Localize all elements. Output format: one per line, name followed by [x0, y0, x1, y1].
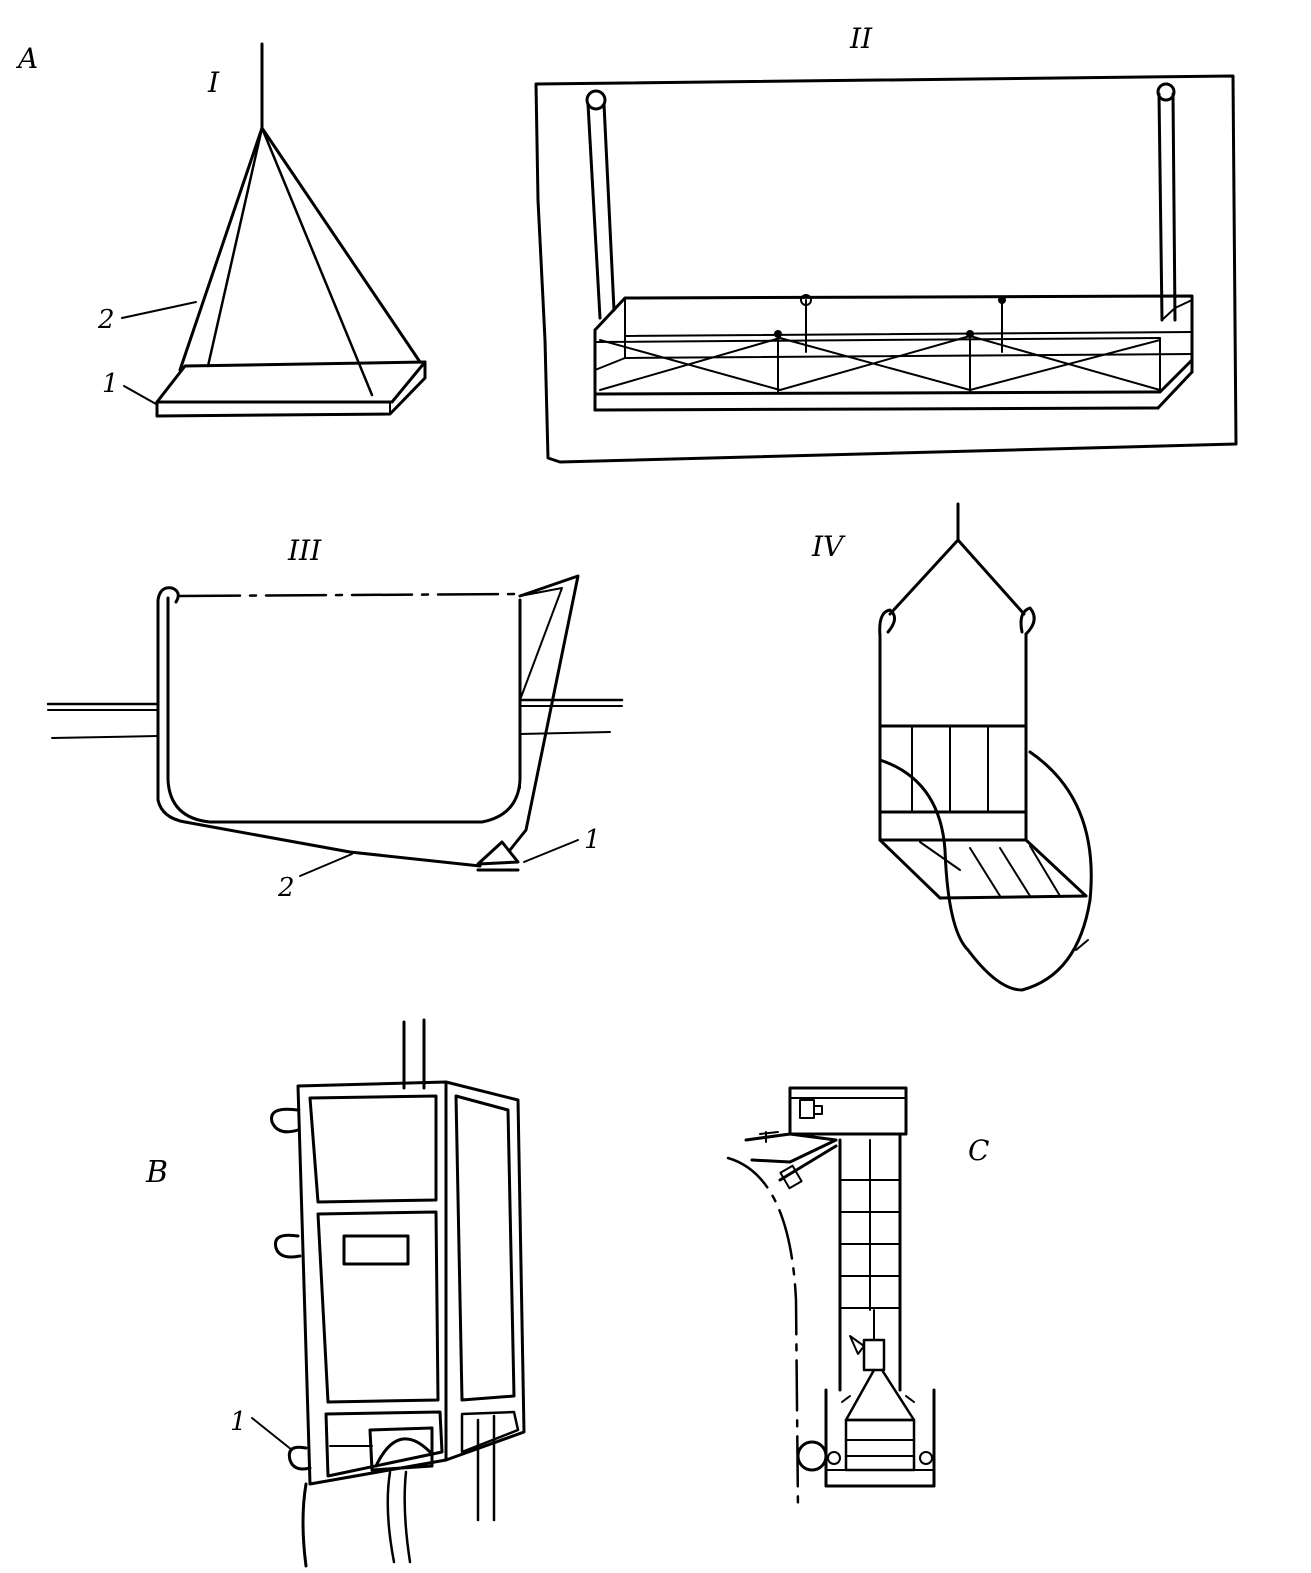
label-fig1-part-2: 2 — [97, 305, 115, 335]
label-fig-1: I — [207, 66, 220, 99]
label-figb-part-1: 1 — [230, 1407, 247, 1437]
label-fig-3: III — [287, 534, 322, 567]
figure-b-gondola: B 1 — [145, 1018, 526, 1568]
label-section-a: A — [15, 42, 38, 75]
label-section-b: B — [145, 1155, 168, 1190]
label-section-c: C — [968, 1134, 989, 1167]
label-fig-2: II — [849, 22, 873, 55]
label-fig1-part-1: 1 — [102, 369, 119, 399]
figure-c-lift-tower: C — [726, 1086, 989, 1512]
label-fig3-part-2: 2 — [277, 873, 295, 903]
label-fig-4: IV — [811, 530, 846, 563]
label-fig3-part-1: 1 — [584, 825, 601, 855]
figure-2-cradle: II — [534, 22, 1238, 464]
figure-1-platform: I 2 1 — [97, 42, 427, 418]
figure-3-hull-section: III 1 2 — [46, 534, 624, 903]
figure-4-cage: IV — [811, 502, 1093, 992]
